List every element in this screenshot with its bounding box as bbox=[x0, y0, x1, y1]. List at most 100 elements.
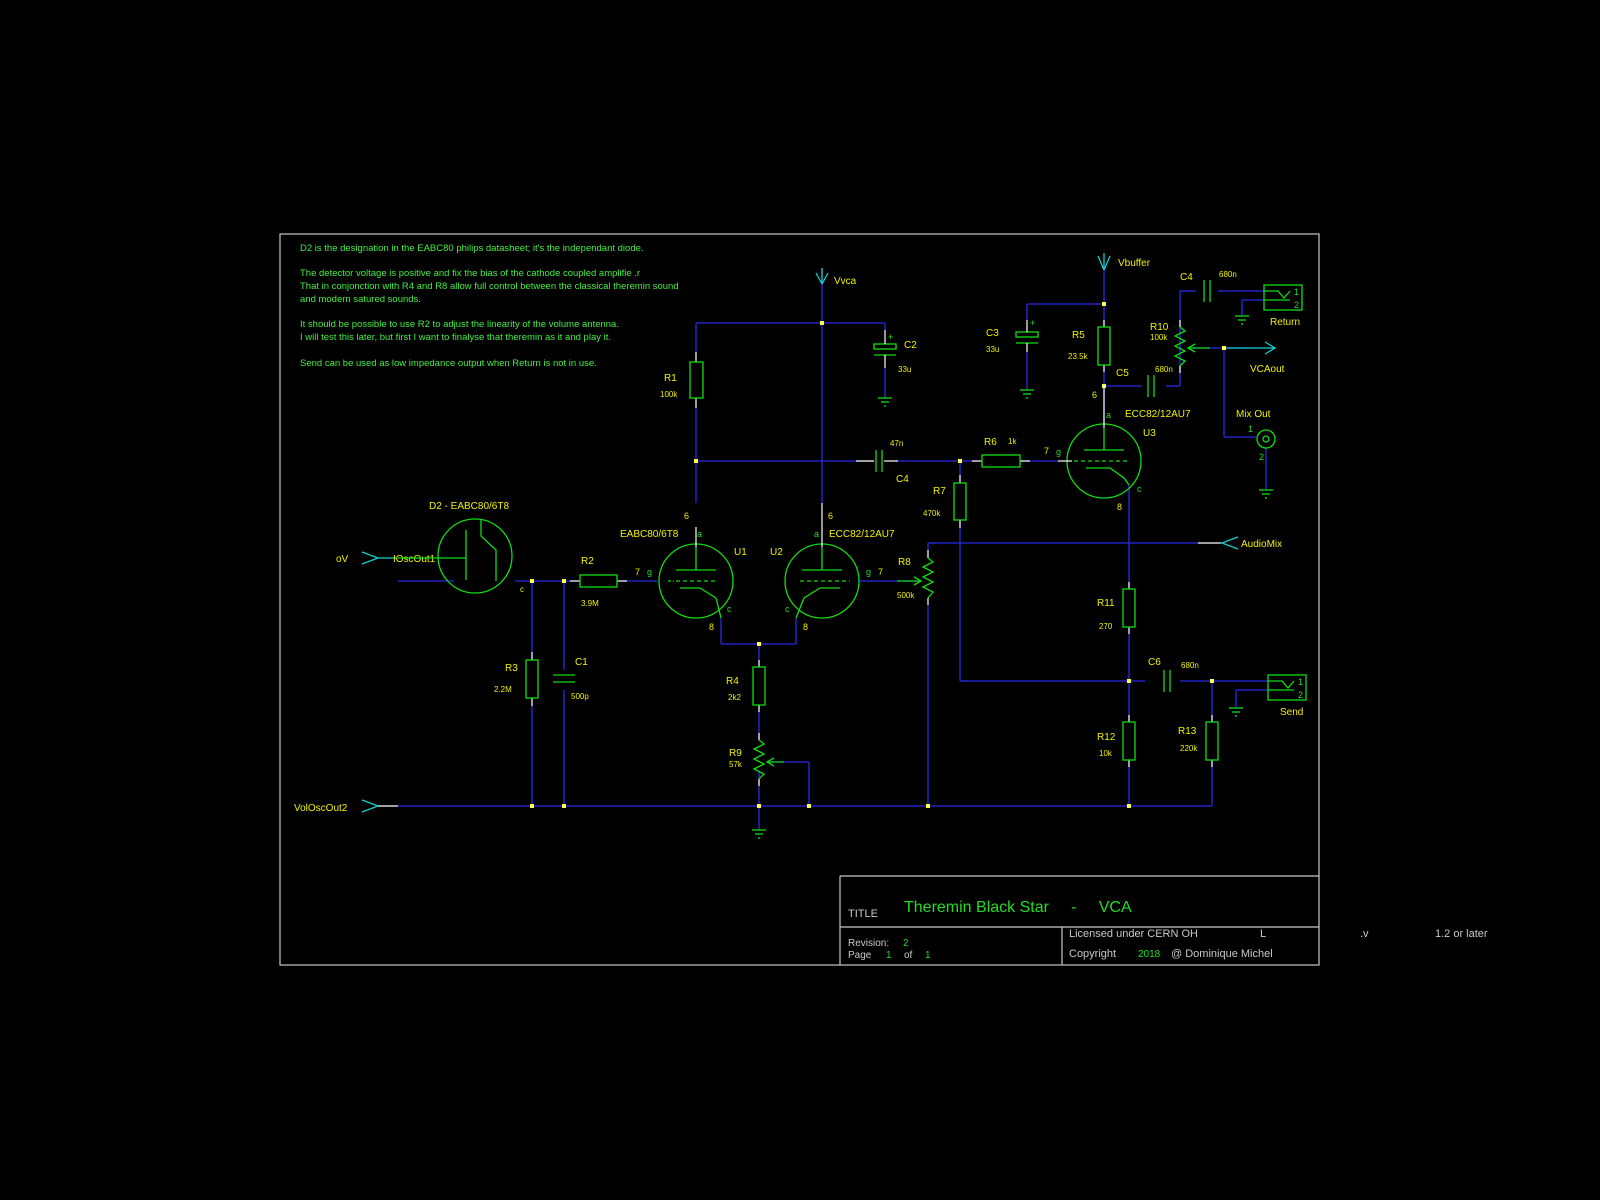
note-line: Send can be used as low impedance output… bbox=[300, 358, 597, 369]
mixout-connector[interactable]: Mix Out 1 2 bbox=[1236, 409, 1276, 462]
r7-value: 470k bbox=[923, 509, 941, 518]
mixout-label: Mix Out bbox=[1236, 409, 1271, 420]
capacitor-c1[interactable]: C1 500p bbox=[553, 657, 589, 701]
capacitor-c4-return[interactable]: C4 680n bbox=[1180, 270, 1237, 302]
resistor-r1[interactable]: R1 100k bbox=[660, 352, 704, 408]
r1-ref: R1 bbox=[664, 373, 677, 384]
r3-ref: R3 bbox=[505, 663, 518, 674]
send-label: Send bbox=[1280, 707, 1303, 718]
resistor-r7[interactable]: R7 470k bbox=[923, 475, 967, 528]
c2-value: 33u bbox=[898, 365, 911, 374]
r11-ref: R11 bbox=[1097, 598, 1115, 609]
voloscout2-label: VolOscOut2 bbox=[294, 803, 348, 814]
c5-value: 680n bbox=[1155, 365, 1173, 374]
tube-u1[interactable]: 6 a 7 g c 8 EABC80/6T8 U1 bbox=[620, 511, 747, 632]
revision-label: Revision: bbox=[848, 938, 889, 949]
license-text: Licensed under CERN OH bbox=[1069, 928, 1198, 940]
potentiometer-r8[interactable]: R8 500k bbox=[897, 550, 935, 605]
send-jack[interactable]: 1 2 Send bbox=[1267, 674, 1307, 718]
r13-ref: R13 bbox=[1178, 726, 1197, 737]
return-pin-1: 1 bbox=[1294, 287, 1299, 297]
note-line: D2 is the designation in the EABC80 phil… bbox=[300, 243, 644, 254]
title-block: TITLE Theremin Black Star - VCA Revision… bbox=[848, 899, 1488, 961]
r6-ref: R6 bbox=[984, 437, 997, 448]
d2-pin-c: c bbox=[520, 585, 524, 594]
diode-d2[interactable]: D2 - EABC80/6T8 c bbox=[398, 501, 524, 594]
mixout-pin-2: 2 bbox=[1259, 452, 1264, 462]
r4-ref: R4 bbox=[726, 676, 739, 687]
resistor-r13[interactable]: R13 220k bbox=[1178, 715, 1219, 767]
page-count: 1 bbox=[925, 950, 931, 961]
u2-pin-6: 6 bbox=[828, 511, 833, 521]
resistor-r6[interactable]: R6 1k bbox=[972, 437, 1030, 468]
r9-value: 57k bbox=[729, 760, 743, 769]
voloscout2-port: VolOscOut2 bbox=[294, 799, 398, 814]
u3-ref: U3 bbox=[1143, 428, 1156, 439]
r6-value: 1k bbox=[1008, 437, 1017, 446]
ground-icon bbox=[1235, 315, 1249, 325]
capacitor-c4-coupling[interactable]: C4 47n bbox=[856, 439, 909, 485]
resistor-r3[interactable]: R3 2.2M bbox=[494, 652, 539, 706]
capacitor-c2[interactable]: + C2 33u bbox=[873, 330, 917, 374]
license-v: .v bbox=[1360, 928, 1369, 940]
u2-pin-7: 7 bbox=[878, 567, 883, 577]
potentiometer-r10[interactable]: R10 100k bbox=[1150, 320, 1210, 373]
junctions bbox=[530, 302, 1226, 808]
capacitor-c5[interactable]: C5 680n bbox=[1116, 365, 1173, 397]
resistor-r5[interactable]: R5 23.5k bbox=[1068, 320, 1111, 372]
c2-plus: + bbox=[888, 332, 893, 342]
r8-value: 500k bbox=[897, 591, 915, 600]
notes-block: D2 is the designation in the EABC80 phil… bbox=[300, 243, 679, 369]
resistor-r11[interactable]: R11 270 bbox=[1097, 582, 1136, 634]
u3-pin-6: 6 bbox=[1092, 390, 1097, 400]
revision-value: 2 bbox=[903, 938, 909, 949]
c4b-ref: C4 bbox=[1180, 272, 1193, 283]
resistor-r4[interactable]: R4 2k2 bbox=[726, 660, 766, 712]
u2-ref: U2 bbox=[770, 547, 783, 558]
u1-pin-g: g bbox=[647, 567, 652, 577]
drawing-frame bbox=[279, 233, 1320, 966]
resistor-r12[interactable]: R12 10k bbox=[1097, 715, 1136, 767]
send-pin-1: 1 bbox=[1298, 677, 1303, 687]
tube-u3[interactable]: 6 a 7 g c 8 ECC82/12AU7 U3 bbox=[1044, 386, 1191, 512]
ov-label: oV bbox=[336, 554, 349, 565]
tube-u2[interactable]: 6 a 7 g c 8 ECC82/12AU7 U2 bbox=[770, 503, 895, 632]
return-jack[interactable]: 1 2 Return bbox=[1263, 284, 1303, 328]
vvca-label: Vvca bbox=[834, 276, 857, 287]
c1-value: 500p bbox=[571, 692, 589, 701]
c6-value: 680n bbox=[1181, 661, 1199, 670]
vcaout-port: VCAout bbox=[1226, 341, 1285, 375]
drawing-title: Theremin Black Star - VCA bbox=[904, 899, 1132, 916]
r2-ref: R2 bbox=[581, 556, 594, 567]
r5-ref: R5 bbox=[1072, 330, 1085, 341]
u3-pin-c: c bbox=[1137, 484, 1142, 494]
u1-pin-6: 6 bbox=[684, 511, 689, 521]
u2-pin-c: c bbox=[785, 604, 790, 614]
potentiometer-r9[interactable]: R9 57k bbox=[729, 733, 784, 786]
net-ports: Vvca Vbuffer oV IOscOut1 VolOscOut2 Audi… bbox=[294, 253, 1285, 814]
u1-pin-a: a bbox=[697, 529, 702, 539]
c4a-ref: C4 bbox=[896, 474, 909, 485]
vcaout-label: VCAout bbox=[1250, 364, 1285, 375]
note-line: I will test this later, but first I want… bbox=[300, 332, 611, 343]
capacitor-c6[interactable]: C6 680n bbox=[1148, 657, 1199, 692]
note-line: It should be possible to use R2 to adjus… bbox=[300, 319, 619, 330]
ground-symbols bbox=[752, 315, 1273, 839]
note-line: That in conjonction with R4 and R8 allow… bbox=[300, 281, 679, 292]
resistor-r2[interactable]: R2 3.9M bbox=[570, 556, 627, 608]
u2-pin-g: g bbox=[866, 567, 871, 577]
r4-value: 2k2 bbox=[728, 693, 741, 702]
title-label: TITLE bbox=[848, 908, 878, 920]
capacitor-c3[interactable]: + C3 33u bbox=[986, 318, 1039, 354]
vbuffer-label: Vbuffer bbox=[1118, 258, 1151, 269]
u3-pin-8: 8 bbox=[1117, 502, 1122, 512]
note-line: The detector voltage is positive and fix… bbox=[300, 268, 640, 279]
r10-ref: R10 bbox=[1150, 322, 1169, 333]
r5-value: 23.5k bbox=[1068, 352, 1089, 361]
ov-port: oV IOscOut1 bbox=[336, 551, 436, 565]
ground-icon bbox=[1259, 489, 1273, 499]
c3-ref: C3 bbox=[986, 328, 999, 339]
u1-ref: U1 bbox=[734, 547, 747, 558]
ground-icon bbox=[1020, 389, 1034, 399]
page-number: 1 bbox=[886, 950, 892, 961]
